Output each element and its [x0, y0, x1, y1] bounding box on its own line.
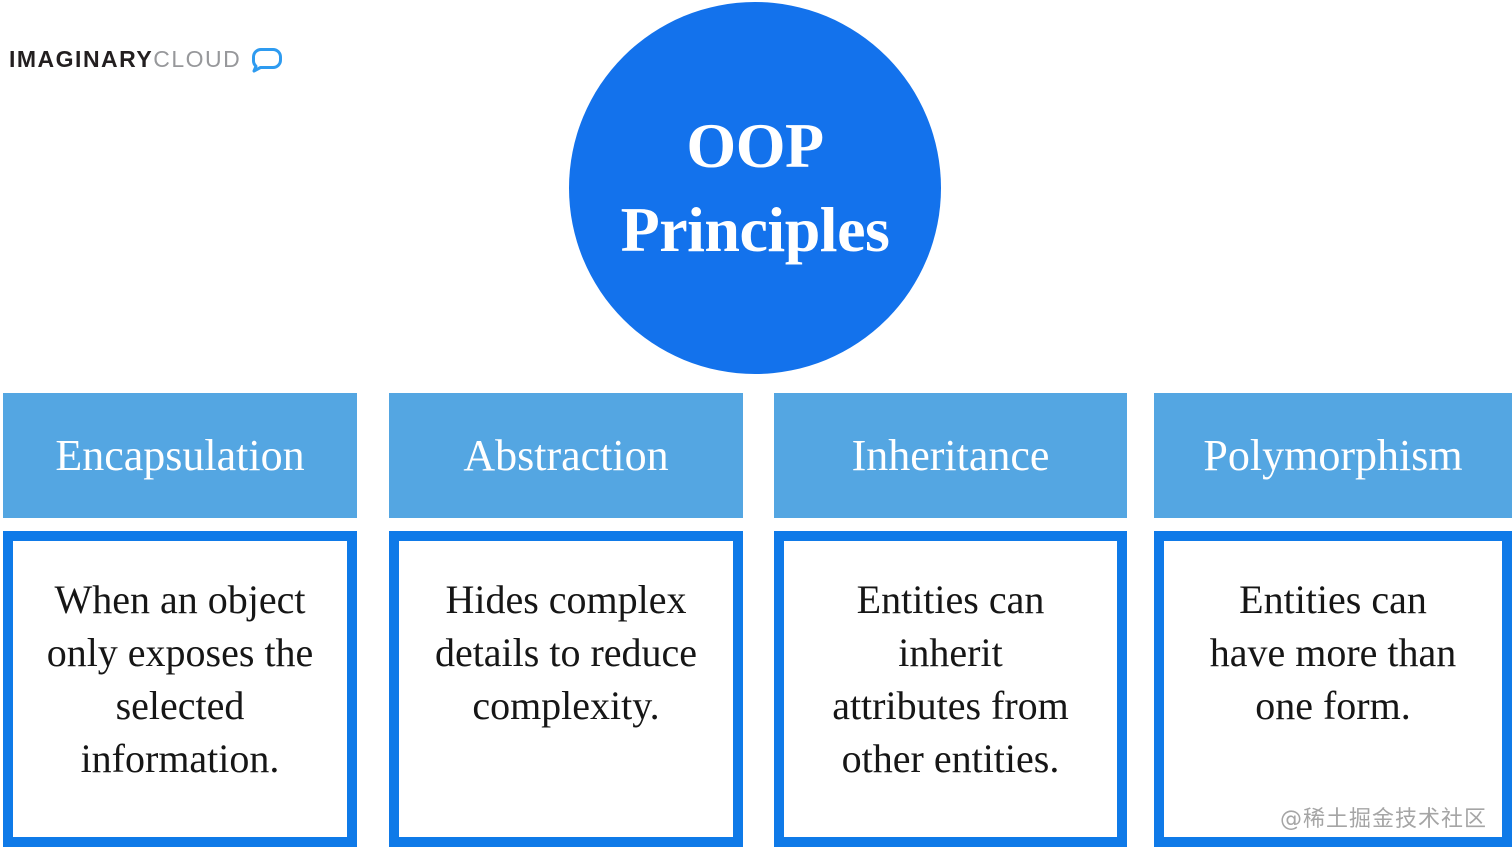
column-description-abstraction: Hides complex details to reduce complexi… — [389, 531, 743, 847]
column-abstraction: Abstraction Hides complex details to red… — [389, 393, 743, 851]
column-header-abstraction: Abstraction — [389, 393, 743, 518]
column-header-polymorphism: Polymorphism — [1154, 393, 1512, 518]
column-inheritance: Inheritance Entities can inherit attribu… — [774, 393, 1127, 851]
column-polymorphism: Polymorphism Entities can have more than… — [1154, 393, 1512, 851]
column-description-inheritance: Entities can inherit attributes from oth… — [774, 531, 1127, 847]
circle-title-line1: OOP — [686, 110, 824, 181]
column-description-encapsulation: When an object only exposes the selected… — [3, 531, 357, 847]
column-encapsulation: Encapsulation When an object only expose… — [3, 393, 357, 851]
logo-text-cloud: CLOUD — [153, 46, 242, 72]
logo-text-imaginary: IMAGINARY — [9, 46, 154, 72]
watermark-text: @稀土掘金技术社区 — [1279, 807, 1487, 832]
circle-title-line2: Principles — [620, 194, 890, 265]
title-circle: OOP Principles — [569, 2, 941, 374]
column-header-encapsulation: Encapsulation — [3, 393, 357, 518]
speech-bubble-icon — [252, 47, 283, 72]
column-header-inheritance: Inheritance — [774, 393, 1127, 518]
column-description-polymorphism: Entities can have more than one form. — [1154, 531, 1512, 847]
